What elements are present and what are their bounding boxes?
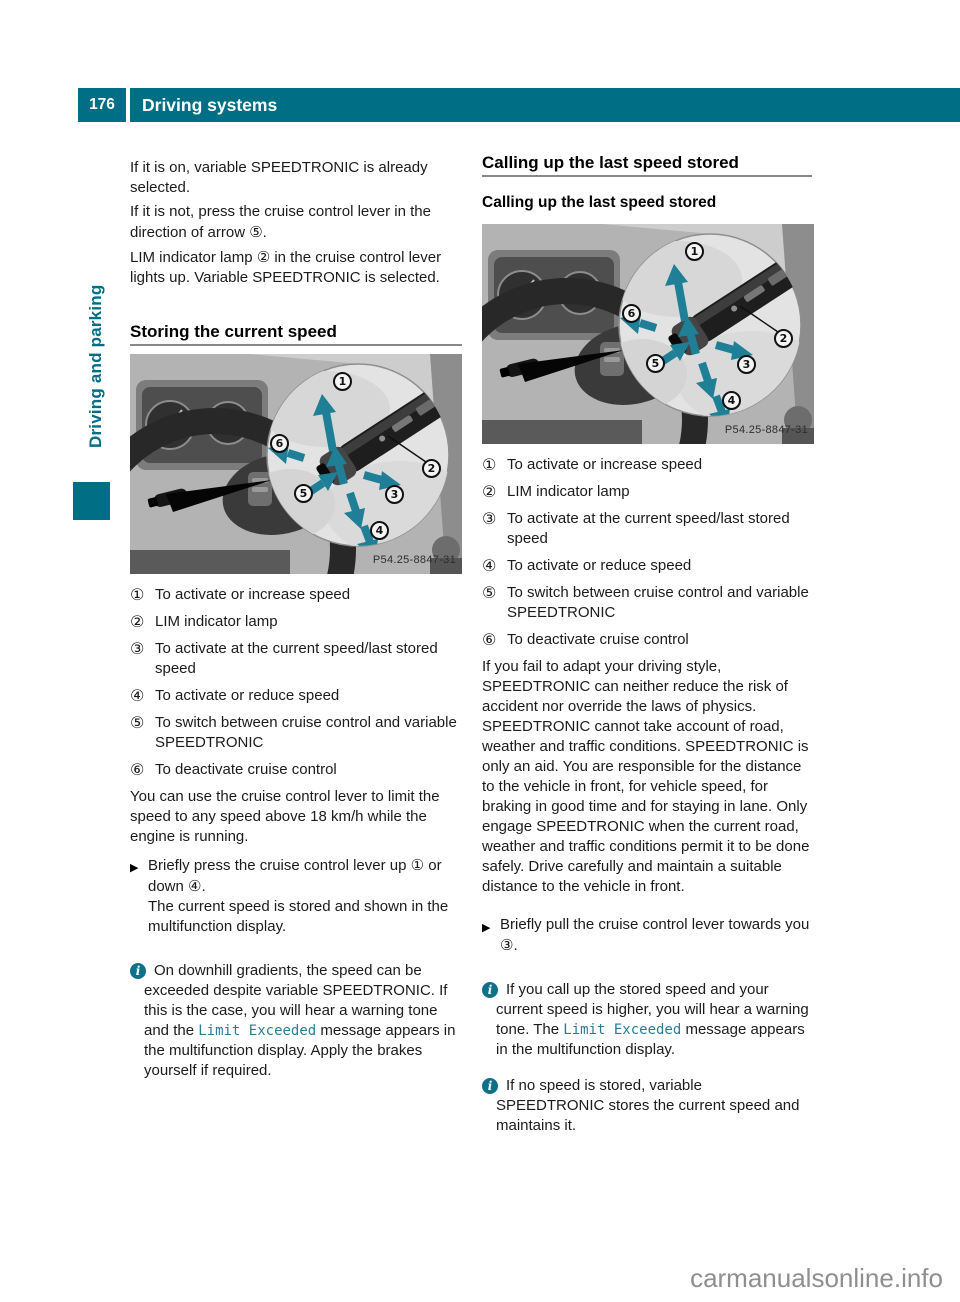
figure-steering-wheel: 1 2 3 4 5 6 P54.25-8847-31 <box>130 354 462 574</box>
step-text: Briefly press the cruise control lever u… <box>148 855 462 937</box>
instruction-step: ▶ Briefly press the cruise control lever… <box>130 855 462 937</box>
paragraph: If it is on, variable SPEEDTRONIC is alr… <box>130 159 428 196</box>
display-message-text: Limit Exceeded <box>563 1022 682 1038</box>
figure-code: P54.25-8847-31 <box>724 424 808 436</box>
page-title: Driving systems <box>130 88 960 122</box>
paragraph: If it is not, press the cruise control l… <box>130 203 431 241</box>
info-note: i On downhill gradients, the speed can b… <box>130 961 462 1081</box>
figure-callout-2: 2 <box>774 329 793 348</box>
figure-callout-3: 3 <box>737 355 756 374</box>
figure-callout-4: 4 <box>722 391 741 410</box>
figure-callout-5: 5 <box>294 484 313 503</box>
step-arrow-icon: ▶ <box>130 861 139 874</box>
sidebar-chapter-label: Driving and parking <box>86 284 105 448</box>
site-watermark: carmanualsonline.info <box>690 1263 943 1293</box>
info-note: i If you call up the stored speed and yo… <box>482 980 812 1060</box>
info-text: If you call up the stored speed and your… <box>496 981 809 1058</box>
figure-code: P54.25-8847-31 <box>372 554 456 566</box>
figure-callout-3: 3 <box>385 485 404 504</box>
callout-ref: ④ <box>188 877 202 895</box>
figure-callout-6: 6 <box>270 434 289 453</box>
steering-wheel-illustration <box>130 354 462 574</box>
paragraph: You can use the cruise control lever to … <box>130 788 440 845</box>
figure-steering-wheel: 1 2 3 4 5 6 P54.25-8847-31 <box>482 224 814 444</box>
instruction-step: ▶ Briefly pull the cruise control lever … <box>482 915 812 956</box>
paragraph: LIM indicator lamp ② in the cruise contr… <box>130 248 442 286</box>
callout-ref: ② <box>256 248 271 266</box>
callout-ref: ① <box>410 856 425 874</box>
subsection-heading: Calling up the last speed stored <box>482 194 717 211</box>
chapter-marker-square <box>73 482 110 520</box>
callout-ref: ③ <box>500 936 514 954</box>
figure-callout-4: 4 <box>370 521 389 540</box>
info-icon: i <box>130 963 146 979</box>
figure-callout-5: 5 <box>646 354 665 373</box>
step-arrow-icon: ▶ <box>482 921 491 934</box>
info-icon: i <box>482 982 498 998</box>
callout-ref: ⑤ <box>249 223 263 241</box>
page-number: 176 <box>78 88 126 122</box>
left-column: If it is on, variable SPEEDTRONIC is alr… <box>130 150 462 1081</box>
paragraph: If you fail to adapt your driving style,… <box>482 658 810 895</box>
figure-callout-1: 1 <box>685 242 704 261</box>
info-icon: i <box>482 1078 498 1094</box>
right-column: Calling up the last speed stored Calling… <box>482 150 814 1136</box>
figure-callout-2: 2 <box>422 459 441 478</box>
figure-callout-1: 1 <box>333 372 352 391</box>
step-result: The current speed is stored and shown in… <box>148 898 449 935</box>
steering-wheel-illustration <box>482 224 814 444</box>
info-note: i If no speed is stored, variable SPEEDT… <box>482 1076 812 1136</box>
info-text: On downhill gradients, the speed can be … <box>144 962 456 1079</box>
page-header: 176 Driving systems <box>78 88 960 122</box>
section-heading: Storing the current speed <box>130 322 462 346</box>
info-text: If no speed is stored, variable SPEEDTRO… <box>496 1077 800 1134</box>
step-text: Briefly pull the cruise control lever to… <box>500 916 810 954</box>
figure-callout-6: 6 <box>622 304 641 323</box>
section-heading: Calling up the last speed stored <box>482 153 812 177</box>
display-message-text: Limit Exceeded <box>198 1023 317 1039</box>
